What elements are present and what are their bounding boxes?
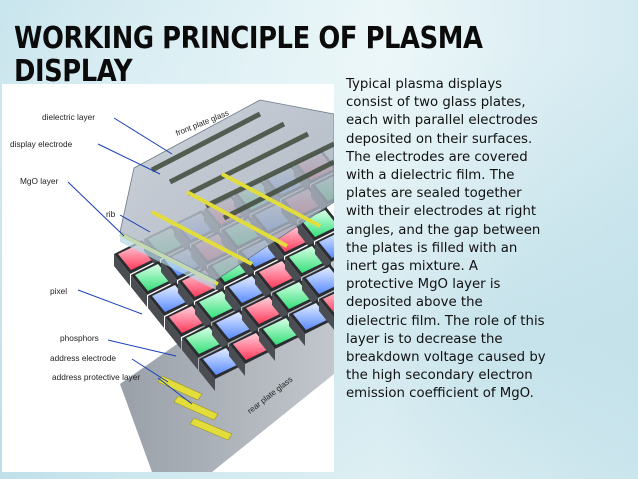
rib-side [148,296,164,328]
label-pixel: pixel [50,286,67,296]
label-mgo-layer: MgO layer [20,176,59,186]
label-address-protective-layer: address protective layer [52,372,140,382]
phosphor-cell [323,293,334,313]
rib-side [199,359,215,391]
display-electrodes [150,111,334,221]
mgo-layer [120,232,216,290]
rib-side [259,329,275,361]
label-dielectric-layer: dielectric layer [42,112,95,122]
diagram-svg: dielectric layer display electrode MgO l… [10,99,334,472]
rib-side [114,254,130,286]
label-phosphors: phosphors [60,333,99,343]
label-leader-lines [67,117,193,405]
label-rib: rib [106,209,116,219]
plasma-panel-diagram: dielectric layer display electrode MgO l… [2,84,334,472]
phosphor-cell [319,234,334,258]
rib-side [319,299,334,330]
rib-side [131,275,147,307]
description-text: Typical plasma displays consist of two g… [346,77,546,402]
title-line-1: WORKING PRINCIPLE OF PLASMA DISPLAY [14,21,483,89]
rib-side [182,338,198,370]
phosphor-cell [306,267,334,294]
rib-side [289,314,305,346]
label-display-electrode: display electrode [10,139,73,149]
address-electrodes [157,375,233,441]
rib-side [229,344,245,376]
rib-side [165,317,181,349]
label-address-electrode: address electrode [50,353,116,363]
